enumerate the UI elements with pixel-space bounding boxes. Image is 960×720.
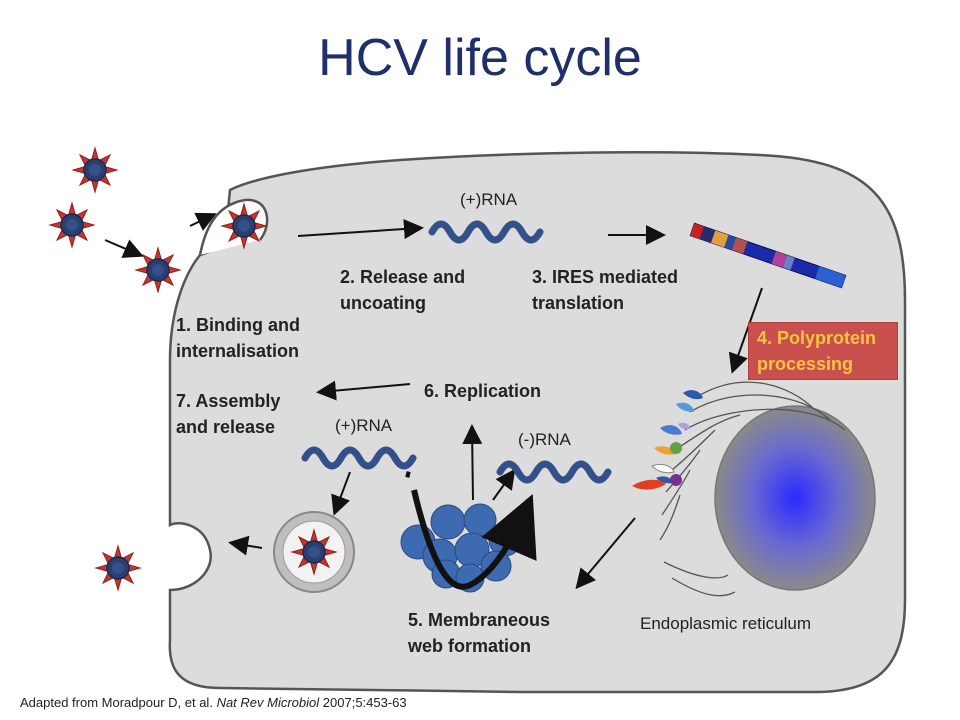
virion-3 xyxy=(135,247,181,293)
rna-minus-label: (-)RNA xyxy=(518,430,571,449)
step-2-label: 2. Release and uncoating xyxy=(340,267,466,313)
step-6-label: 6. Replication xyxy=(424,381,542,401)
er-protein-blobs xyxy=(632,390,703,490)
step-7-label: 7. Assembly and release xyxy=(176,391,281,437)
rna-plus-bottom-label: (+)RNA xyxy=(335,416,393,435)
polyprotein-bar xyxy=(689,222,847,289)
virion-1 xyxy=(72,147,118,193)
virion-4 xyxy=(221,203,267,249)
step-4-label: 4. Polyprotein processing xyxy=(748,322,898,380)
step-1-label: 1. Binding and internalisation xyxy=(176,315,300,361)
rna-plus-top-label: (+)RNA xyxy=(460,190,518,209)
step-5-label: 5. Membraneous web formation xyxy=(408,610,551,656)
nucleus xyxy=(714,405,876,591)
virion-2 xyxy=(49,202,95,248)
er-label: Endoplasmic reticulum xyxy=(640,614,812,633)
endoplasmic-reticulum xyxy=(659,381,846,597)
page-title: HCV life cycle xyxy=(318,29,642,87)
virion-assembled xyxy=(291,529,337,575)
step-3-label: 3. IRES mediated translation xyxy=(532,267,679,313)
virion-released xyxy=(95,545,141,591)
citation: Adapted from Moradpour D, et al. Nat Rev… xyxy=(20,695,407,710)
